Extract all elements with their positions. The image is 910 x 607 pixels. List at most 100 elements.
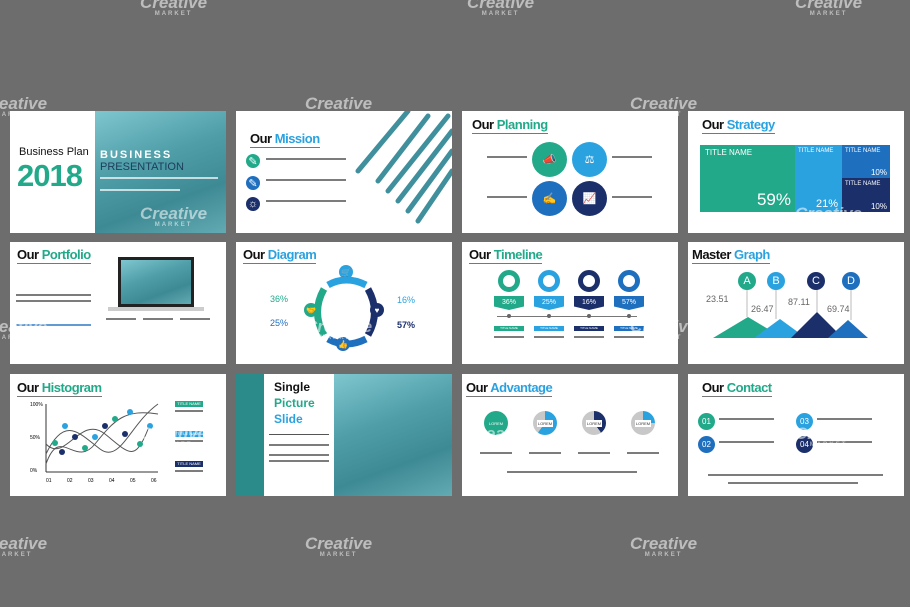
- slide-strategy[interactable]: Our Strategy TITLE NAME 59% TITLE NAME 2…: [688, 111, 904, 233]
- histogram-point: [62, 423, 68, 429]
- slide-master-graph[interactable]: Master Graph A B C D 23.51 26.47 87.11 6…: [688, 242, 904, 364]
- basket-icon: 🛒: [339, 265, 353, 279]
- timeline-label: TITLE NAME: [534, 326, 564, 331]
- diagonal-stripes: [355, 111, 452, 224]
- slide-title: Our Strategy: [702, 117, 775, 134]
- single-line2: Picture: [274, 396, 315, 410]
- strategy-block-4: TITLE NAME 10%: [842, 178, 890, 212]
- timeline-ring: [538, 270, 560, 292]
- heart-icon: ♥: [370, 303, 384, 317]
- mission-icon-2: ✎: [246, 176, 260, 190]
- slide-title: Our Planning: [472, 117, 548, 134]
- diagram-value: 16%: [397, 295, 416, 305]
- slide-title: Our Diagram: [243, 247, 317, 264]
- slide-planning[interactable]: Our Planning 📣 ⚖ ✍ 📈: [462, 111, 678, 233]
- advantage-circle: LOREM: [533, 411, 557, 435]
- timeline-dot: [627, 314, 631, 318]
- cover-year: 2018: [17, 158, 83, 193]
- x-tick: 05: [130, 478, 136, 484]
- histogram-tag: TITLE NAME: [175, 401, 203, 407]
- histogram-point: [137, 441, 143, 447]
- slide-timeline[interactable]: Our Timeline 36% TITLE NAME 25% TITLE NA…: [462, 242, 678, 364]
- y-tick: 50%: [30, 435, 41, 441]
- handshake-icon: 🤝: [304, 303, 318, 317]
- slide-title: Our Contact: [702, 380, 772, 397]
- x-tick: 02: [67, 478, 73, 484]
- slide-diagram[interactable]: Our Diagram 36% 16% 25% 57% 🛒 🤝 ♥ 👍: [236, 242, 452, 364]
- slide-title: Our Timeline: [469, 247, 543, 264]
- histogram-point: [147, 423, 153, 429]
- cover-photo: [95, 111, 226, 233]
- x-tick: 01: [46, 478, 52, 484]
- timeline-ring: [498, 270, 520, 292]
- slide-title: Our Mission: [250, 131, 320, 148]
- graph-value: 69.74: [827, 304, 850, 314]
- graph-letter-b: B: [767, 272, 785, 290]
- cover-line1: BUSINESS: [100, 149, 173, 161]
- mission-icon-1: ✎: [246, 154, 260, 168]
- slide-title: Our Advantage: [466, 380, 553, 397]
- diagram-value: 57%: [397, 320, 416, 330]
- histogram-point: [92, 434, 98, 440]
- slide-mission[interactable]: Our Mission ✎ ✎ ☼: [236, 111, 452, 233]
- timeline-dot: [507, 314, 511, 318]
- y-tick: 0%: [30, 468, 38, 474]
- histogram-point: [59, 449, 65, 455]
- contact-number-3: 03: [796, 413, 813, 430]
- slide-portfolio[interactable]: Our Portfolio: [10, 242, 226, 364]
- mountain-c: [791, 312, 843, 338]
- x-tick: 06: [151, 478, 157, 484]
- document-pen-icon: ✍: [532, 181, 567, 216]
- advantage-circle: LOREM: [631, 411, 655, 435]
- timeline-badge: 57%: [614, 296, 644, 310]
- cover-line2: PRESENTATION: [100, 161, 184, 173]
- graph-letter-d: D: [842, 272, 860, 290]
- contact-number-2: 02: [698, 436, 715, 453]
- histogram-chart: [45, 403, 159, 473]
- histogram-tag: TITLE NAME: [175, 431, 203, 437]
- strategy-block-3: TITLE NAME 10%: [842, 145, 890, 178]
- chart-icon: 📈: [572, 181, 607, 216]
- slide-cover[interactable]: Business Plan 2018 BUSINESS PRESENTATION: [10, 111, 226, 233]
- diagram-value: 25%: [270, 318, 289, 328]
- slide-contact[interactable]: Our Contact 01 02 03 04: [688, 374, 904, 496]
- mission-icon-3: ☼: [246, 197, 260, 211]
- mountain-b: [754, 319, 806, 338]
- mountain-chart: [713, 288, 868, 338]
- histogram-point: [127, 409, 133, 415]
- histogram-point: [82, 445, 88, 451]
- timeline-label: TITLE NAME: [494, 326, 524, 331]
- slide-title: Master Graph: [692, 247, 770, 264]
- graph-value: 26.47: [751, 304, 774, 314]
- mountain-d: [828, 320, 868, 338]
- y-tick: 100%: [30, 402, 43, 408]
- timeline-badge: 25%: [534, 296, 564, 310]
- timeline-label: TITLE NAME: [574, 326, 604, 331]
- histogram-point: [52, 440, 58, 446]
- graph-letter-c: C: [807, 272, 825, 290]
- advantage-circle: LOREM: [582, 411, 606, 435]
- single-photo: [334, 374, 452, 496]
- graph-value: 87.11: [788, 297, 810, 307]
- timeline-dot: [547, 314, 551, 318]
- timeline-ring: [578, 270, 600, 292]
- histogram-point: [112, 416, 118, 422]
- contact-number-4: 04: [796, 436, 813, 453]
- slide-single-picture[interactable]: Single Picture Slide: [236, 374, 452, 496]
- strategy-block-1: TITLE NAME 59%: [700, 145, 795, 212]
- laptop-image: [118, 257, 194, 307]
- diagram-value: 36%: [270, 294, 289, 304]
- thumbs-up-icon: 👍: [336, 337, 350, 351]
- megaphone-icon: 📣: [532, 142, 567, 177]
- timeline-dot: [587, 314, 591, 318]
- timeline-label: TITLE NAME: [614, 326, 644, 331]
- histogram-point: [102, 423, 108, 429]
- cover-kicker: Business Plan: [19, 146, 89, 158]
